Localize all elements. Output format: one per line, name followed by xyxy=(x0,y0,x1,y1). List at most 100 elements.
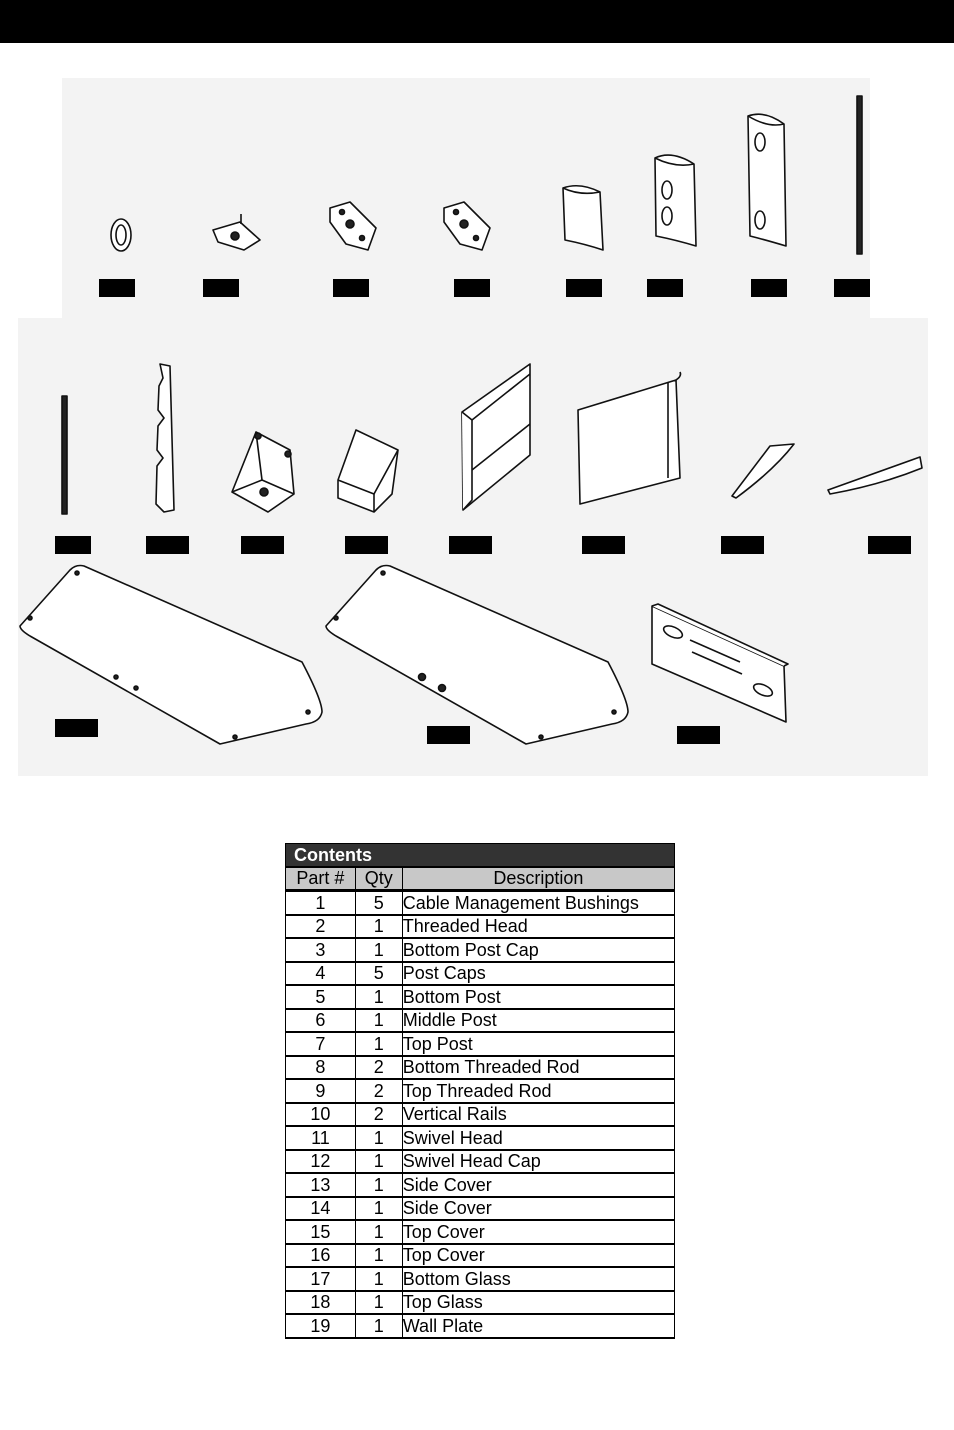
bottom-post-icon xyxy=(562,184,604,251)
part-number-cell: 5 xyxy=(285,984,356,1010)
part-label xyxy=(834,279,870,297)
qty-cell: 1 xyxy=(354,1125,403,1151)
side-cover-2-icon xyxy=(577,371,682,505)
part-label xyxy=(241,536,284,554)
part-number-cell: 14 xyxy=(285,1196,356,1221)
top-glass-icon xyxy=(325,564,629,745)
qty-cell: 1 xyxy=(354,914,403,939)
description-cell: Top Post xyxy=(401,1031,676,1057)
middle-post-icon xyxy=(654,154,697,247)
qty-cell: 1 xyxy=(354,1031,403,1057)
parts-panel-top xyxy=(62,78,870,318)
part-number-cell: 10 xyxy=(285,1102,356,1127)
qty-cell: 1 xyxy=(354,1243,403,1268)
part-number-cell: 7 xyxy=(285,1031,356,1057)
part-number-cell: 12 xyxy=(285,1149,356,1174)
contents-title: Contents xyxy=(285,843,675,868)
part-number-cell: 19 xyxy=(285,1313,356,1339)
description-cell: Bottom Threaded Rod xyxy=(401,1055,676,1080)
qty-cell: 1 xyxy=(354,1008,403,1033)
qty-cell: 2 xyxy=(354,1078,403,1104)
post-cap-icon xyxy=(443,201,491,251)
description-cell: Side Cover xyxy=(401,1196,676,1221)
part-label xyxy=(751,279,787,297)
side-cover-icon xyxy=(461,363,531,511)
part-label xyxy=(677,726,720,744)
description-cell: Top Cover xyxy=(401,1243,676,1268)
qty-cell: 1 xyxy=(354,1266,403,1292)
qty-cell: 1 xyxy=(354,1219,403,1245)
description-cell: Side Cover xyxy=(401,1172,676,1198)
top-cover-icon xyxy=(731,443,795,499)
bushing-icon xyxy=(110,218,132,252)
part-number-cell: 6 xyxy=(285,1008,356,1033)
header-qty: Qty xyxy=(354,866,403,892)
qty-cell: 5 xyxy=(354,961,403,986)
top-post-icon xyxy=(747,113,787,247)
top-threaded-rod-icon xyxy=(61,395,68,515)
part-label xyxy=(427,726,470,744)
part-number-cell: 2 xyxy=(285,914,356,939)
description-cell: Bottom Glass xyxy=(401,1266,676,1292)
part-label xyxy=(55,719,98,737)
part-label xyxy=(647,279,683,297)
contents-header-row: Part # Qty Description xyxy=(285,866,676,892)
description-cell: Bottom Post xyxy=(401,984,676,1010)
part-label xyxy=(345,536,388,554)
description-cell: Bottom Post Cap xyxy=(401,937,676,963)
qty-cell: 1 xyxy=(354,1149,403,1174)
vertical-rail-icon xyxy=(155,363,175,513)
part-number-cell: 15 xyxy=(285,1219,356,1245)
part-number-cell: 9 xyxy=(285,1078,356,1104)
bottom-glass-icon xyxy=(19,564,323,745)
part-number-cell: 13 xyxy=(285,1172,356,1198)
qty-cell: 1 xyxy=(354,1196,403,1221)
part-label xyxy=(721,536,764,554)
part-number-cell: 11 xyxy=(285,1125,356,1151)
description-cell: Post Caps xyxy=(401,961,676,986)
part-label xyxy=(868,536,911,554)
part-label xyxy=(99,279,135,297)
part-number-cell: 3 xyxy=(285,937,356,963)
part-number-cell: 1 xyxy=(285,890,356,916)
part-number-cell: 18 xyxy=(285,1290,356,1315)
top-cover-2-icon xyxy=(827,456,923,495)
part-label xyxy=(55,536,91,554)
parts-illustration xyxy=(19,95,923,745)
description-cell: Cable Management Bushings xyxy=(401,890,676,916)
part-label xyxy=(566,279,602,297)
part-label xyxy=(333,279,369,297)
qty-cell: 1 xyxy=(354,1172,403,1198)
part-number-cell: 17 xyxy=(285,1266,356,1292)
part-number-cell: 4 xyxy=(285,961,356,986)
description-cell: Wall Plate xyxy=(401,1313,676,1339)
description-cell: Top Glass xyxy=(401,1290,676,1315)
part-label xyxy=(203,279,239,297)
qty-cell: 1 xyxy=(354,984,403,1010)
bottom-threaded-rod-icon xyxy=(856,95,863,255)
description-cell: Top Threaded Rod xyxy=(401,1078,676,1104)
swivel-head-cap-icon xyxy=(337,429,399,513)
description-cell: Swivel Head xyxy=(401,1125,676,1151)
bottom-post-cap-icon xyxy=(329,201,377,251)
header-description: Description xyxy=(401,866,676,892)
part-label xyxy=(582,536,625,554)
